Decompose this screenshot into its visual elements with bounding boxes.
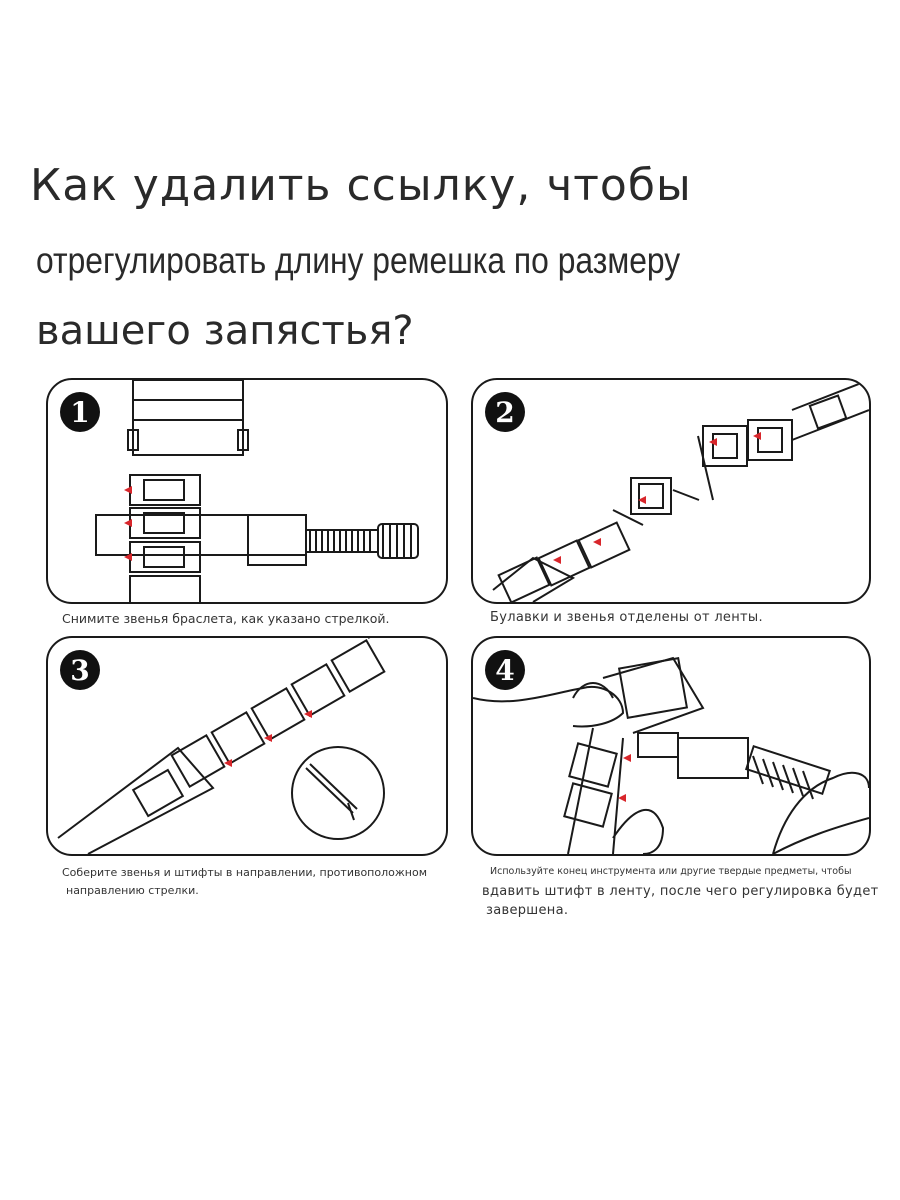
step-2-caption: Булавки и звенья отделены от ленты. [490,610,763,625]
step-3-caption-line-2: направлению стрелки. [66,884,199,897]
step-4-caption-line-2: вдавить штифт в ленту, после чего регули… [482,884,879,899]
step-3-badge: 3 [60,650,100,690]
step-4-caption-line-3: завершена. [486,903,569,918]
step-4-caption-line-1: Используйте конец инструмента или другие… [490,866,852,877]
step-3-panel: 3 [46,636,448,856]
step-1-panel: 1 [46,378,448,604]
page-title-line-1: Как удалить ссылку, чтобы [30,160,692,211]
step-2-illustration [492,380,869,602]
step-1-caption: Снимите звенья браслета, как указано стр… [62,611,390,626]
step-3-illustration [57,638,386,854]
step-2-badge: 2 [485,392,525,432]
step-1-badge: 1 [60,392,100,432]
page-title-line-2: отрегулировать длину ремешка по размеру [36,240,681,281]
step-3-caption-line-1: Соберите звенья и штифты в направлении, … [62,866,427,879]
step-1-illustration [95,380,419,602]
step-4-illustration [473,656,869,854]
step-4-badge: 4 [485,650,525,690]
step-4-panel: 4 [471,636,871,856]
page-title-line-3: вашего запястья? [36,308,414,354]
step-2-panel: 2 [471,378,871,604]
